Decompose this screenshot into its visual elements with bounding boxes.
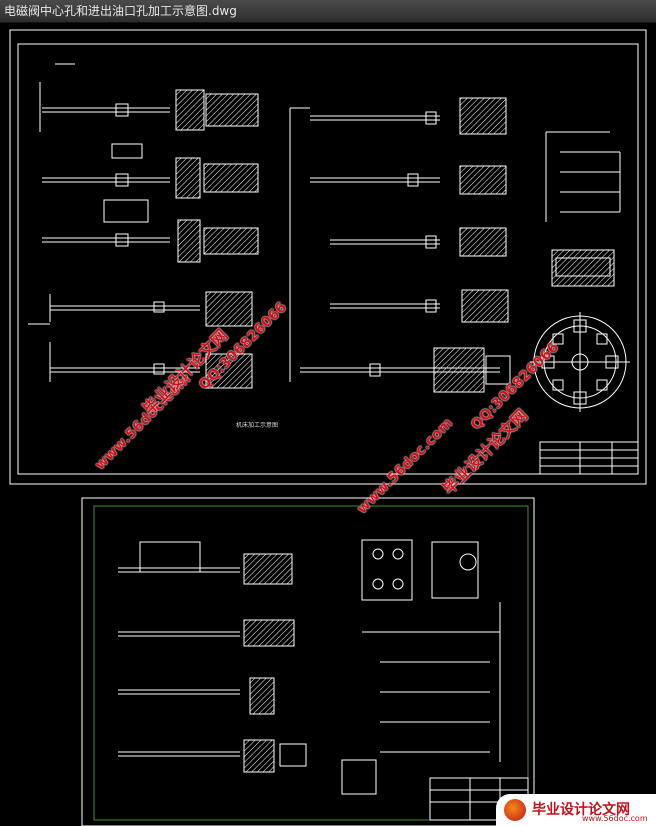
window-title: 电磁阀中心孔和进出油口孔加工示意图.dwg (4, 4, 237, 18)
window-titlebar: 电磁阀中心孔和进出油口孔加工示意图.dwg (0, 0, 656, 23)
logo-url: www.56doc.com (582, 814, 648, 823)
right-fixture (551, 249, 615, 287)
upper-sheet (9, 29, 647, 485)
lower-sheet (81, 497, 535, 826)
logo-disc-icon (504, 799, 526, 821)
mid-row-4 (330, 289, 509, 323)
turntable (530, 312, 630, 412)
upper-sheet-caption: 机床加工示意图 (236, 422, 279, 429)
site-logo: 毕业设计论文网 www.56doc.com (496, 794, 656, 826)
left-row-2 (42, 143, 259, 223)
mid-row-2 (310, 165, 507, 195)
cad-drawing (9, 29, 647, 826)
upper-title-block (539, 441, 639, 475)
mid-row-3 (330, 227, 507, 257)
right-schedule (545, 131, 621, 222)
mid-row-5 (300, 347, 511, 393)
mid-row-1 (289, 97, 507, 382)
logo-text: 毕业设计论文网 (532, 802, 630, 818)
left-row-5 (49, 342, 253, 389)
cad-viewport[interactable]: 机床加工示意图 www.56doc.com 毕业设计论文网 QQ:3068260… (0, 22, 656, 826)
left-row-1 (39, 63, 259, 132)
left-row-3 (42, 219, 259, 263)
left-row-4 (28, 291, 253, 327)
